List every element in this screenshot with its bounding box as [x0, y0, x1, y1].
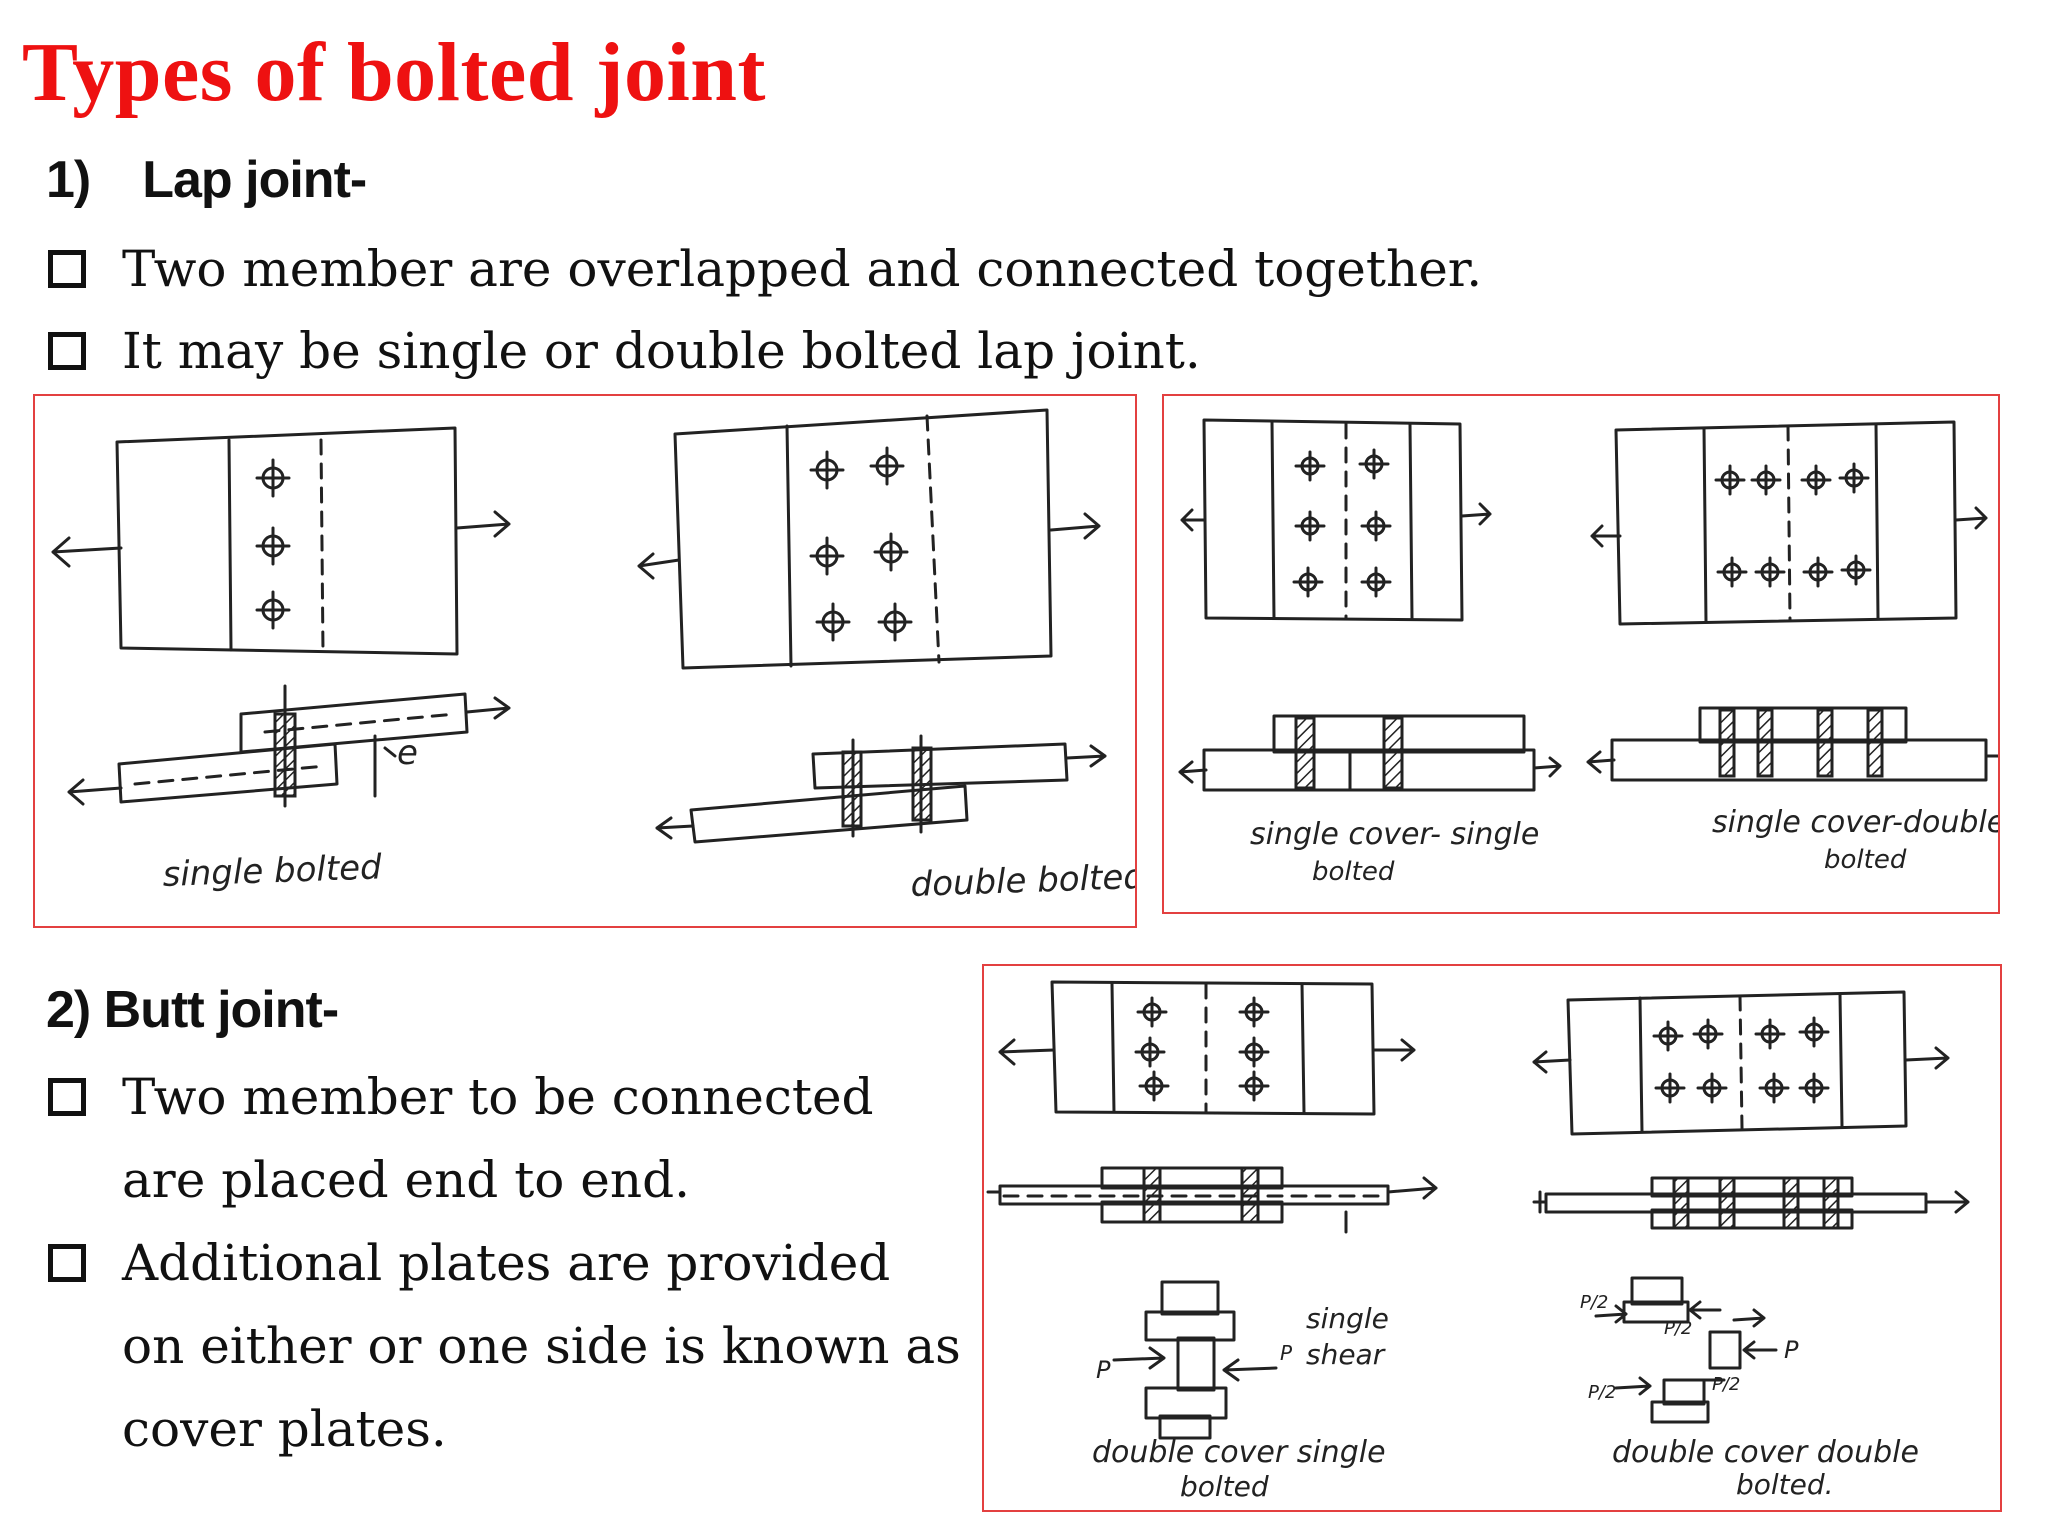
butt-bullet-2: Additional plates are provided on either…: [48, 1222, 961, 1471]
double-cover-single-bolted-plan: [998, 980, 1416, 1116]
butt-bullet-2-line-2: on either or one side is known as: [122, 1317, 961, 1375]
single-shear-bolt-detail: P P single shear: [1096, 1280, 1389, 1440]
lap-joint-number: 1): [46, 151, 91, 209]
single-cover-single-bolted-sketch: [1178, 418, 1562, 792]
butt-bullet-1: Two member to be connected are placed en…: [48, 1056, 874, 1222]
double-bolted-section-sketch: [655, 734, 1107, 844]
lap-bullet-1-text: Two member are overlapped and connected …: [122, 240, 1483, 298]
checkbox-icon: [48, 1078, 86, 1116]
label-double-cover-double-2: bolted.: [1736, 1468, 1834, 1501]
label-single-bolted: single bolted: [162, 847, 383, 895]
label-double-cover-double-1: double cover double: [1612, 1435, 1919, 1470]
checkbox-icon: [48, 250, 86, 288]
label-double-bolted: double bolted: [910, 857, 1135, 905]
lap-bullet-2-text: It may be single or double bolted lap jo…: [122, 322, 1201, 380]
double-bolted-plan-sketch: [637, 408, 1101, 670]
label-single-cover-single-1: single cover- single: [1250, 817, 1539, 852]
lap-joint-heading: 1) Lap joint-: [46, 150, 367, 210]
double-cover-double-bolted-plan: [1532, 990, 1950, 1136]
label-single-cover-single-2: bolted: [1312, 857, 1395, 887]
label-single-shear-2: shear: [1306, 1338, 1386, 1371]
butt-bullet-2-line-3: cover plates.: [122, 1400, 447, 1458]
label-p2-d: P/2: [1712, 1374, 1740, 1395]
butt-bullet-1-line-2: are placed end to end.: [122, 1151, 690, 1209]
butt-bullet-1-line-1: Two member to be connected: [122, 1068, 874, 1126]
butt-bullet-2-line-1: Additional plates are provided: [122, 1234, 891, 1292]
label-p2-a: P/2: [1580, 1292, 1608, 1313]
label-single-shear-1: single: [1306, 1302, 1389, 1335]
checkbox-icon: [48, 332, 86, 370]
double-cover-double-bolted-section: [1532, 1176, 1970, 1230]
butt-joint-heading: 2) Butt joint-: [46, 981, 339, 1039]
label-e: e: [397, 733, 418, 773]
checkbox-icon: [48, 1244, 86, 1282]
single-cover-sketch-panel: single cover- single bolted: [1162, 394, 2000, 914]
double-shear-bolt-detail: P/2 P/2 P/2 P/2 P: [1580, 1276, 1799, 1424]
label-double-cover-single-2: bolted: [1180, 1470, 1269, 1503]
single-bolted-plan-sketch: [51, 426, 511, 656]
double-cover-single-bolted-section: [986, 1166, 1438, 1234]
lap-joint-label: Lap joint-: [142, 151, 367, 209]
lap-joint-sketch-panel: e single bolted: [33, 394, 1137, 928]
label-p-right: P: [1784, 1336, 1799, 1364]
lap-bullet-1: Two member are overlapped and connected …: [48, 228, 1482, 311]
label-p2-b: P/2: [1664, 1318, 1692, 1339]
label-p-small: P: [1280, 1341, 1293, 1365]
label-single-cover-double-1: single cover-double: [1712, 805, 1998, 840]
single-cover-double-bolted-sketch: [1586, 420, 1998, 782]
page-title: Types of bolted joint: [22, 26, 766, 119]
single-bolted-section-sketch: e: [67, 684, 511, 808]
label-single-cover-double-2: bolted: [1824, 845, 1907, 875]
label-double-cover-single-1: double cover single: [1092, 1435, 1386, 1470]
label-p-left: P: [1096, 1356, 1111, 1384]
butt-joint-sketch-panel: P P single shear double cover single bol…: [982, 964, 2002, 1512]
lap-bullet-2: It may be single or double bolted lap jo…: [48, 310, 1201, 393]
label-p2-c: P/2: [1588, 1382, 1616, 1403]
